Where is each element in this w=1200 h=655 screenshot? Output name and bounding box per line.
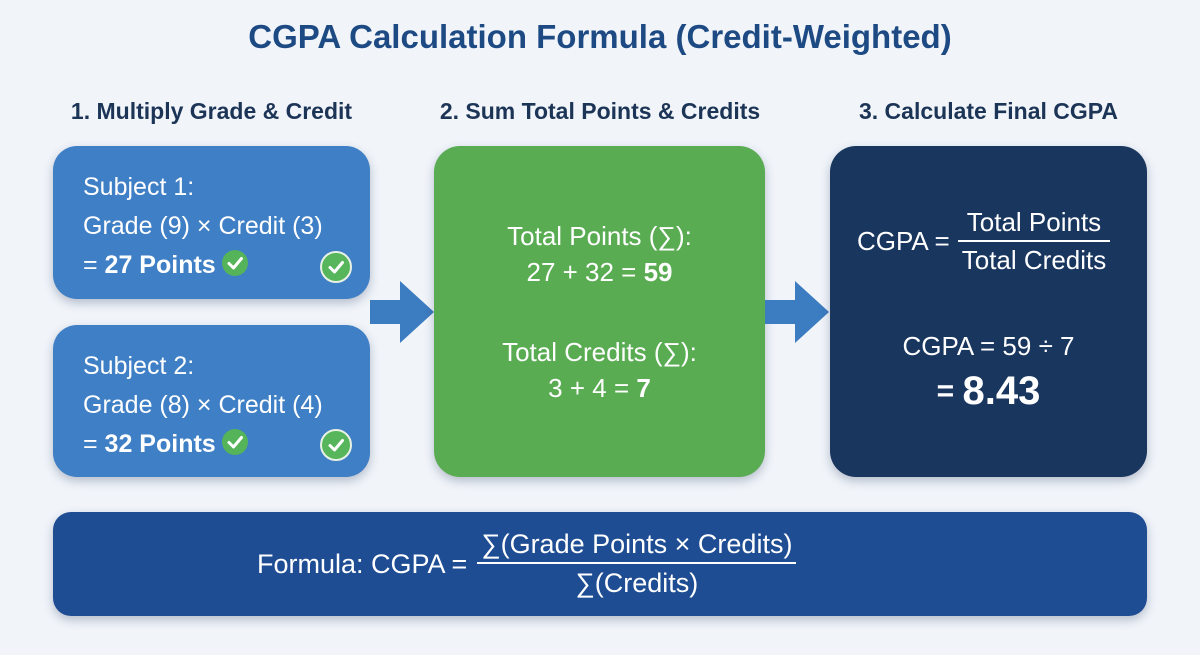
total-points-sum: 27 + 32 = (526, 257, 644, 287)
subject-1-result-line: = 27 Points (83, 246, 323, 285)
step-1-heading: 1. Multiply Grade & Credit (70, 98, 353, 124)
total-credits-line: 3 + 4 = 7 (434, 370, 765, 406)
check-badge-icon (320, 251, 352, 283)
fraction-bar (957, 240, 1111, 242)
total-points-value: 59 (643, 257, 673, 287)
cgpa-lhs: CGPA = (857, 225, 950, 256)
cgpa-denominator: Total Credits (961, 245, 1107, 275)
formula-bar: Formula: CGPA = ∑(Grade Points × Credits… (53, 512, 1147, 616)
formula-denominator: ∑(Credits) (575, 568, 699, 598)
cgpa-result: 8.43 (962, 369, 1041, 413)
cgpa-result-prefix: = (936, 374, 963, 408)
formula-fraction-bar (477, 562, 797, 564)
subject-2-result: 32 Points (104, 430, 216, 458)
check-circle-icon (221, 250, 248, 277)
page-title: CGPA Calculation Formula (Credit-Weighte… (248, 18, 952, 55)
total-credits-value: 7 (636, 373, 651, 403)
total-credits-sum: 3 + 4 = (548, 373, 637, 403)
cgpa-result-line: = 8.43 (830, 369, 1147, 414)
subject-1-calc: Grade (9) × Credit (3) (83, 212, 323, 240)
total-points-label: Total Points (∑): (507, 221, 692, 251)
subject-2-result-prefix: = (83, 430, 105, 458)
cgpa-fraction: CGPA = Total Points Total Credits (857, 204, 1111, 278)
right-arrow-icon (370, 281, 434, 343)
formula-numerator: ∑(Grade Points × Credits) (481, 529, 793, 559)
subject-1-card: Subject 1: Grade (9) × Credit (3) = 27 P… (53, 146, 370, 299)
subject-2-card: Subject 2: Grade (8) × Credit (4) = 32 P… (53, 325, 370, 477)
right-arrow-icon (765, 281, 829, 343)
final-cgpa-card: CGPA = Total Points Total Credits CGPA =… (830, 146, 1147, 477)
step-3-heading: 3. Calculate Final CGPA (858, 98, 1119, 124)
check-circle-icon (221, 429, 248, 456)
total-credits-label: Total Credits (∑): (502, 337, 697, 367)
subject-2-calc: Grade (8) × Credit (4) (83, 391, 323, 419)
subject-2-result-line: = 32 Points (83, 425, 323, 464)
subject-1-result-prefix: = (83, 251, 105, 279)
subject-2-name: Subject 2: (83, 352, 195, 380)
check-badge-icon (320, 429, 352, 461)
totals-card: Total Points (∑): 27 + 32 = 59 Total Cre… (434, 146, 765, 477)
formula-fraction: Formula: CGPA = ∑(Grade Points × Credits… (257, 526, 797, 602)
cgpa-numerator: Total Points (966, 207, 1102, 237)
total-points-line: 27 + 32 = 59 (434, 254, 765, 290)
subject-1-name: Subject 1: (83, 173, 195, 201)
step-2-heading: 2. Sum Total Points & Credits (439, 98, 761, 124)
formula-lhs: Formula: CGPA = (257, 548, 468, 579)
subject-1-result: 27 Points (104, 251, 216, 279)
cgpa-division: CGPA = 59 ÷ 7 (902, 331, 1075, 361)
